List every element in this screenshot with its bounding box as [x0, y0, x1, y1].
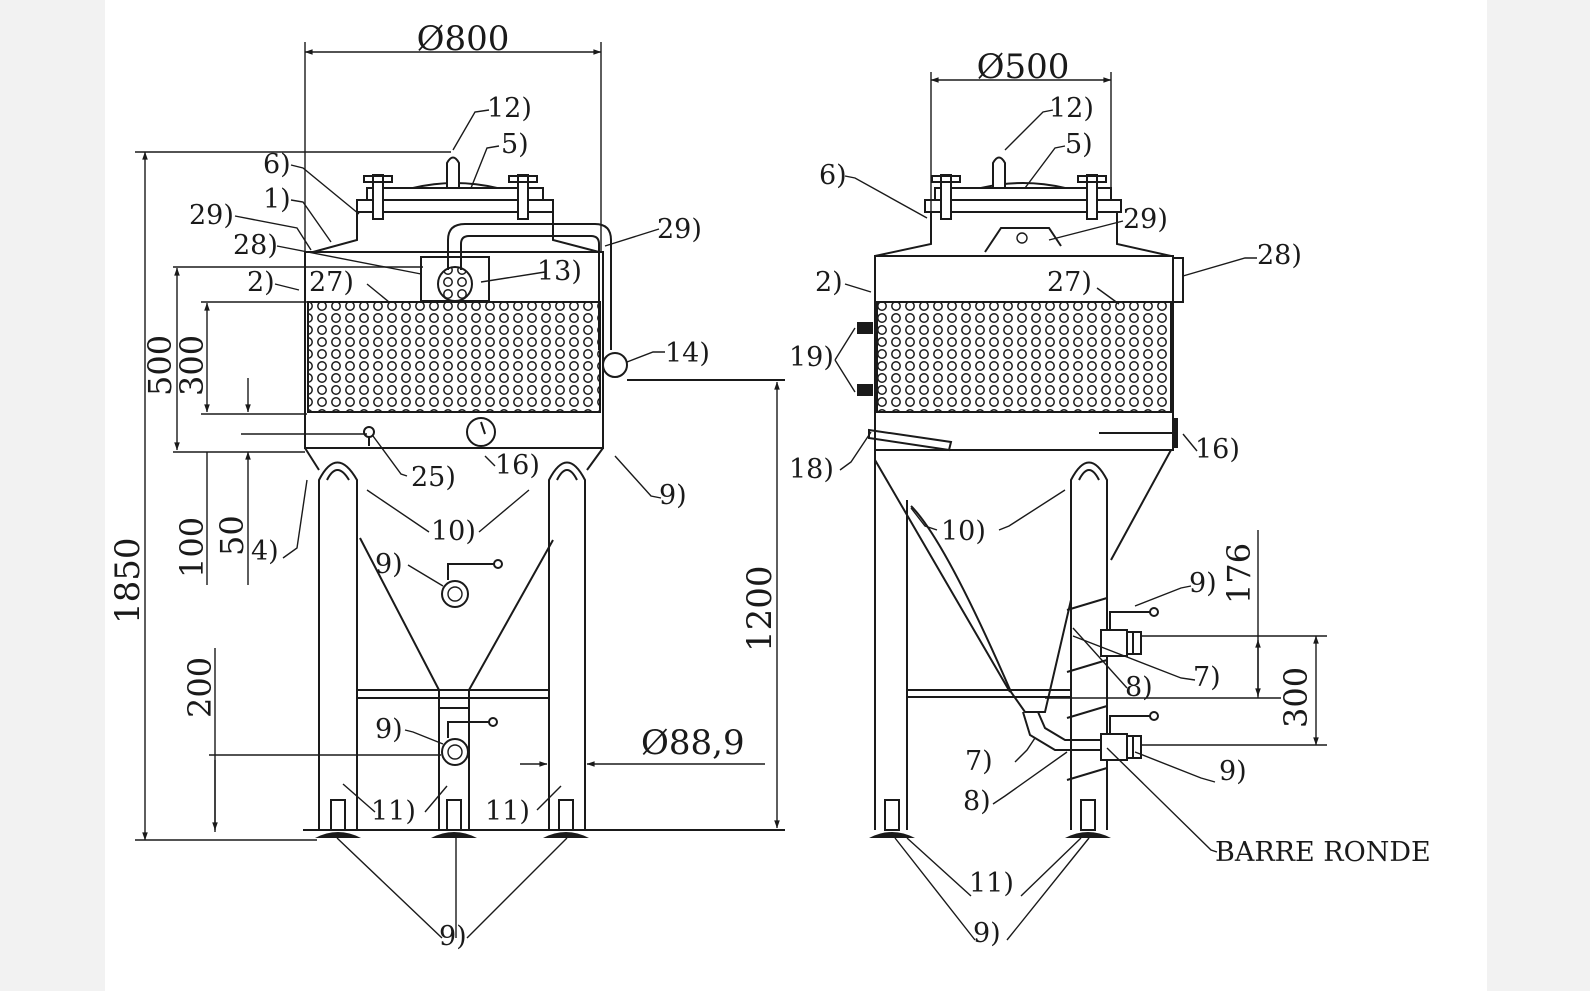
front-top-diameter-label: Ø800: [417, 19, 510, 59]
dim-300-label: 300: [173, 335, 211, 396]
side-callout-8-lower: 8): [963, 786, 991, 817]
front-cooling-jacket: [307, 301, 601, 413]
front-callout-5: 5): [501, 129, 529, 160]
side-cooling-jacket: [876, 301, 1172, 413]
side-leaders: [834, 109, 1257, 941]
side-callout-5: 5): [1065, 129, 1093, 160]
dim-1200-label: 1200: [740, 565, 780, 652]
front-callout-29-left: 29): [189, 200, 234, 231]
side-callout-8-upper: 8): [1125, 672, 1153, 703]
front-callout-14: 14): [665, 338, 710, 369]
front-callout-9-cone: 9): [659, 480, 687, 511]
side-callout-2: 2): [815, 267, 843, 298]
front-callout-11-left: 11): [371, 796, 416, 827]
side-dimension-lines: [930, 72, 1327, 746]
dim-200-label: 200: [181, 657, 219, 718]
side-callout-12: 12): [1049, 93, 1094, 124]
front-legs: [303, 461, 785, 838]
leg-diameter-label: Ø88,9: [641, 723, 745, 763]
front-callout-16: 16): [495, 450, 540, 481]
side-lid: [924, 156, 1122, 220]
side-callout-9-feet: 9): [973, 918, 1001, 949]
side-shell: [874, 255, 1174, 451]
front-callout-28: 28): [233, 230, 278, 261]
side-callout-11: 11): [969, 868, 1014, 899]
front-callout-25: 25): [411, 462, 456, 493]
front-callout-9-valve-upper: 9): [375, 549, 403, 580]
side-callout-9-upper: 9): [1189, 568, 1217, 599]
front-callout-27: 27): [309, 267, 354, 298]
side-callout-27: 27): [1047, 267, 1092, 298]
front-callout-6: 6): [263, 149, 291, 180]
front-leaders: [234, 109, 665, 939]
front-callout-2: 2): [247, 267, 275, 298]
front-shell: [304, 251, 604, 449]
side-callout-29: 29): [1123, 204, 1168, 235]
front-callout-13: 13): [537, 256, 582, 287]
side-callout-19: 19): [789, 342, 834, 373]
front-dimension-lines: [135, 42, 780, 841]
front-callout-1: 1): [263, 184, 291, 215]
dim-100-label: 100: [173, 517, 211, 578]
side-callout-28: 28): [1257, 240, 1302, 271]
side-callout-6: 6): [819, 160, 847, 191]
side-callout-9-lower: 9): [1219, 756, 1247, 787]
dim-176-label: 176: [1220, 543, 1258, 604]
side-callout-barre-ronde: BARRE RONDE: [1215, 837, 1431, 868]
overall-height-label: 1850: [108, 537, 148, 624]
drawing-sheet: Ø800 1850 500 300 100 50 200 1200 Ø88,9 …: [105, 0, 1487, 991]
front-callout-10: 10): [431, 516, 476, 547]
front-callout-9-valve-lower: 9): [375, 714, 403, 745]
front-callout-29-right: 29): [657, 214, 702, 245]
front-lid: [356, 156, 554, 220]
front-callout-11-right: 11): [485, 796, 530, 827]
side-callout-7-lower: 7): [965, 746, 993, 777]
dim-50-label: 50: [213, 515, 251, 556]
front-view: [135, 42, 785, 939]
dim-500-label: 500: [141, 335, 179, 396]
side-dim-300-label: 300: [1277, 667, 1315, 728]
side-callout-18: 18): [789, 454, 834, 485]
front-callout-4: 4): [251, 536, 279, 567]
side-callout-7-upper: 7): [1193, 662, 1221, 693]
front-callout-12: 12): [487, 93, 532, 124]
side-view: [834, 72, 1327, 941]
side-callout-16: 16): [1195, 434, 1240, 465]
technical-drawing: Ø800 1850 500 300 100 50 200 1200 Ø88,9 …: [108, 19, 1431, 952]
side-top-diameter-label: Ø500: [977, 47, 1070, 87]
front-callout-9-feet: 9): [439, 921, 467, 952]
side-callout-10: 10): [941, 516, 986, 547]
